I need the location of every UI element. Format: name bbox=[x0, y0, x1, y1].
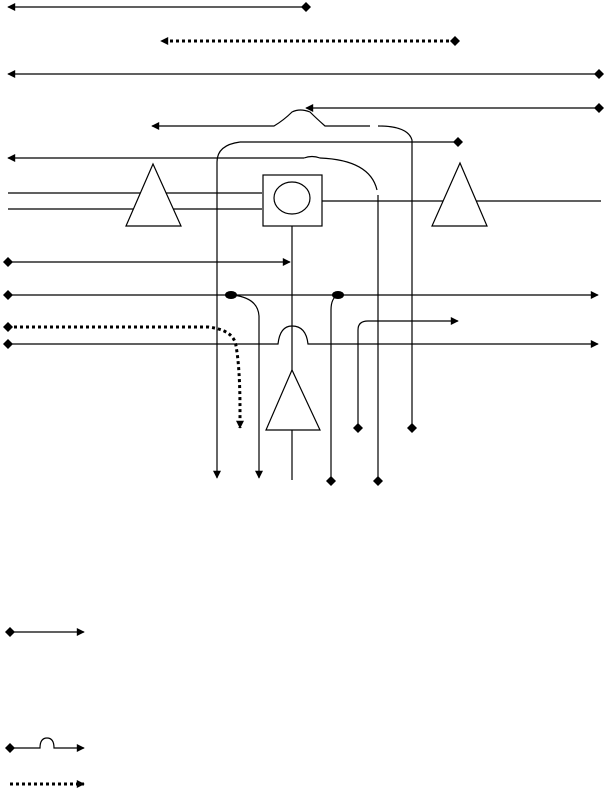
legend-diamond bbox=[5, 743, 15, 753]
amplifier-left bbox=[125, 162, 182, 227]
vertical-259 bbox=[232, 294, 263, 479]
diamond-marker bbox=[594, 103, 604, 113]
line-6-drop bbox=[216, 141, 241, 218]
diamond-marker bbox=[373, 476, 383, 486]
line-5-crossover bbox=[151, 109, 370, 130]
line-11-crossover bbox=[8, 325, 599, 348]
diamond-marker bbox=[594, 69, 604, 79]
line-12 bbox=[357, 317, 459, 428]
central-box bbox=[262, 174, 323, 227]
diamond-marker bbox=[3, 339, 13, 349]
diamond-marker bbox=[3, 257, 13, 267]
legend-crossover-arrow bbox=[10, 737, 85, 752]
source-markers bbox=[3, 2, 604, 753]
vertical-331 bbox=[330, 294, 339, 481]
line-10-dotted bbox=[8, 325, 244, 429]
diamond-marker bbox=[301, 2, 311, 12]
diamond-marker bbox=[3, 322, 13, 332]
diamond-marker bbox=[453, 137, 463, 147]
diamond-marker bbox=[407, 423, 417, 433]
central-circle bbox=[273, 181, 311, 215]
diamond-marker bbox=[3, 290, 13, 300]
vertical-412 bbox=[377, 125, 413, 428]
legend-diamond bbox=[5, 627, 15, 637]
junction-dot bbox=[332, 291, 344, 299]
diamond-marker bbox=[326, 476, 336, 486]
diamond-marker bbox=[450, 36, 460, 46]
line-7-arc bbox=[303, 155, 378, 191]
amplifier-bottom bbox=[265, 368, 321, 431]
diamond-marker bbox=[353, 423, 363, 433]
amplifier-right bbox=[431, 161, 488, 227]
junction-dot bbox=[225, 291, 237, 299]
